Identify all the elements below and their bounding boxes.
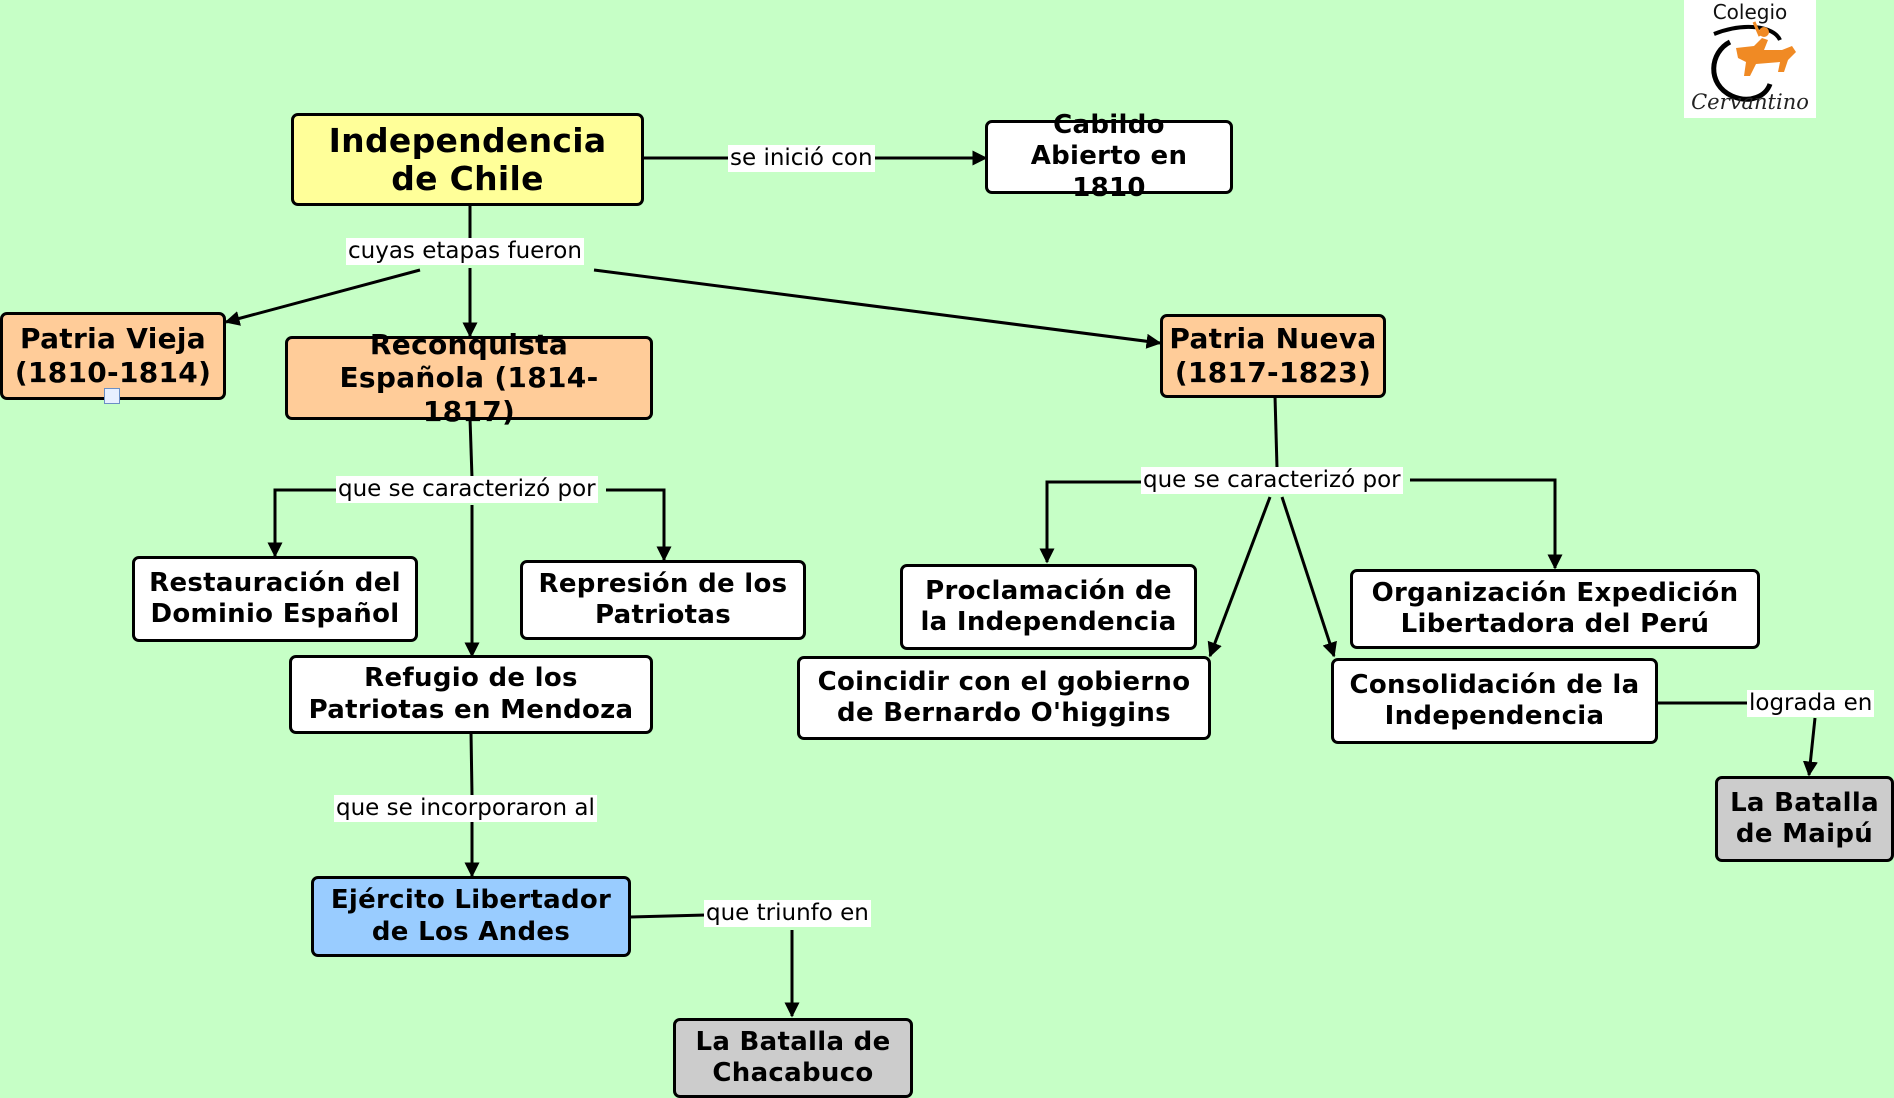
node-proclamacion-independencia[interactable]: Proclamación de la Independencia — [900, 564, 1197, 650]
connector-refugio-incorporaron — [469, 731, 474, 796]
node-represion-patriotas[interactable]: Represión de los Patriotas — [520, 560, 806, 640]
connector-reconquista-hub — [468, 417, 474, 479]
connector-hub-restauracion — [267, 488, 336, 558]
link-label-incorporaron: que se incorporaron al — [334, 795, 597, 823]
connector-etapas-patria-vieja — [224, 268, 421, 326]
node-consolidacion-independencia[interactable]: Consolidación de la Independencia — [1331, 658, 1658, 744]
connector-hub-consolidacion — [1280, 496, 1337, 658]
node-batalla-chacabuco[interactable]: La Batalla de Chacabuco — [673, 1018, 913, 1098]
node-coincidir-gobierno[interactable]: Coincidir con el gobierno de Bernardo O'… — [797, 656, 1211, 740]
node-patria-vieja[interactable]: Patria Vieja (1810-1814) — [0, 312, 226, 400]
link-label-se-inicio-con: se inició con — [728, 145, 875, 173]
link-label-triunfo: que triunfo en — [704, 900, 871, 928]
node-patria-nueva[interactable]: Patria Nueva (1817-1823) — [1160, 314, 1386, 398]
connector-hub-represion — [606, 488, 672, 562]
connector-etapas-patria-nueva — [593, 268, 1162, 349]
node-batalla-maipu[interactable]: La Batalla de Maipú — [1715, 776, 1894, 862]
link-label-cuyas-etapas: cuyas etapas fueron — [346, 238, 584, 266]
connector-hub-organizacion — [1410, 478, 1563, 570]
link-label-lograda: lograda en — [1747, 690, 1875, 718]
connector-hub-proclamacion — [1039, 480, 1142, 564]
node-refugio-mendoza[interactable]: Refugio de los Patriotas en Mendoza — [289, 655, 653, 734]
logo-bottom-text: Cervantino — [1691, 90, 1809, 114]
colegio-cervantino-logo: Colegio Cervantino — [1684, 0, 1816, 118]
link-label-caracterizo-reconquista: que se caracterizó por — [336, 476, 598, 504]
node-cabildo-abierto[interactable]: Cabildo Abierto en 1810 — [985, 110, 1233, 203]
node-organizacion-expedicion[interactable]: Organización Expedición Libertadora del … — [1350, 569, 1760, 649]
logo-top-text: Colegio — [1712, 0, 1788, 24]
connector-patria-nueva-hub — [1273, 395, 1279, 469]
node-independencia-de-chile[interactable]: Independencia de Chile — [291, 113, 644, 206]
node-reconquista-espanola[interactable]: Reconquista Española (1814-1817) — [285, 328, 653, 428]
connector-lograda-maipu — [1802, 717, 1818, 777]
connector-ejercito-triunfo — [629, 913, 707, 919]
link-label-caracterizo-patria-nueva: que se caracterizó por — [1141, 467, 1403, 495]
node-restauracion-dominio[interactable]: Restauración del Dominio Español — [132, 556, 418, 642]
node-ejercito-libertador[interactable]: Ejército Libertador de Los Andes — [311, 876, 631, 957]
resource-icon[interactable] — [104, 388, 120, 404]
connector-hub-coincidir — [1207, 496, 1272, 658]
horse-rider-icon — [1711, 21, 1796, 102]
